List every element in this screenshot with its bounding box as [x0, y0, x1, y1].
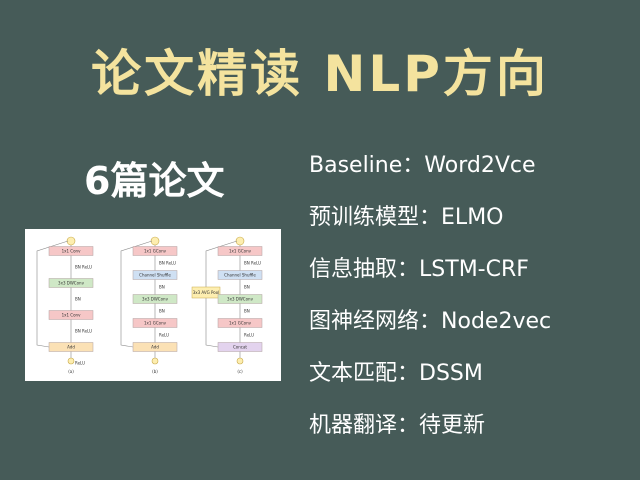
layer-label: Add — [67, 345, 75, 350]
paper-list: Baseline：Word2Vce 预训练模型：ELMO 信息抽取：LSTM-C… — [309, 146, 634, 458]
layer-label: Concat — [233, 345, 247, 350]
separator: ： — [402, 153, 425, 178]
layer-block — [48, 278, 94, 288]
layer-label: 1x1 Conv — [62, 249, 82, 254]
layer-block — [48, 310, 94, 320]
layer-label: Channel Shuffle — [139, 273, 171, 278]
layer-block — [132, 246, 178, 256]
layer-block — [217, 318, 263, 328]
activation-label: BN ReLU — [159, 261, 176, 266]
layer-block — [132, 318, 178, 328]
paper-item: 文本匹配：DSSM — [309, 354, 634, 406]
activation-label: ReLU — [244, 333, 254, 338]
layer-label: 1x1 Conv — [62, 313, 82, 318]
separator: ： — [397, 257, 420, 282]
paper-category: 文本匹配 — [309, 361, 398, 386]
paper-name: Word2Vce — [424, 153, 536, 178]
layer-label: 3x3 DWConv — [227, 297, 254, 302]
paper-category: 机器翻译 — [309, 413, 398, 438]
activation-label: BN ReLU — [75, 265, 92, 270]
separator: ： — [397, 413, 420, 438]
input-node — [150, 236, 160, 246]
activation-label: BN — [75, 297, 81, 302]
layer-block — [48, 246, 94, 256]
layer-block — [217, 342, 263, 352]
separator: ： — [419, 205, 442, 230]
layer-label: 1x1 GConv — [144, 249, 167, 254]
layer-label: 1x1 GConv — [229, 249, 252, 254]
paper-category: 信息抽取 — [309, 257, 398, 282]
paper-name: Node2vec — [441, 309, 552, 334]
avg-pool-label: 3x3 AVG Pool — [193, 290, 220, 295]
activation-label: BN — [159, 309, 165, 314]
output-node — [151, 357, 159, 365]
paper-category: 预训练模型 — [309, 205, 420, 230]
layer-label: 1x1 GConv — [144, 321, 167, 326]
input-node — [66, 236, 76, 246]
layer-label: 3x3 DWConv — [142, 297, 169, 302]
layer-block — [132, 342, 178, 352]
output-node — [67, 357, 75, 365]
layer-block — [132, 294, 178, 304]
layer-label: Channel Shuffle — [224, 273, 256, 278]
layer-block — [48, 342, 94, 352]
layer-block — [217, 294, 263, 304]
paper-name: ELMO — [441, 205, 504, 230]
activation-label: BN ReLU — [244, 261, 261, 266]
layer-label: 3x3 DWConv — [58, 281, 85, 286]
skip-connection — [120, 240, 153, 348]
layer-label: 1x1 GConv — [229, 321, 252, 326]
layer-block — [132, 270, 178, 280]
paper-name: 待更新 — [419, 413, 486, 438]
activation-label: ReLU — [75, 361, 85, 366]
skip-connection — [36, 240, 69, 348]
page-title: 论文精读 NLP方向 — [91, 45, 549, 103]
output-node — [236, 357, 244, 365]
layer-label: Add — [151, 345, 159, 350]
paper-item: 预训练模型：ELMO — [309, 198, 634, 250]
layer-block — [217, 270, 263, 280]
separator: ： — [397, 361, 420, 386]
paper-count-subtitle: 6篇论文 — [84, 159, 225, 203]
paper-category: Baseline — [309, 153, 403, 178]
paper-category: 图神经网络 — [309, 309, 420, 334]
unit-caption: (c) — [237, 369, 243, 374]
paper-item: 信息抽取：LSTM-CRF — [309, 250, 634, 302]
activation-label: BN — [159, 285, 165, 290]
unit-caption: (a) — [68, 369, 74, 374]
paper-item: Baseline：Word2Vce — [309, 146, 634, 198]
paper-item: 图神经网络：Node2vec — [309, 302, 634, 354]
activation-label: BN — [244, 309, 250, 314]
activation-label: ReLU — [159, 333, 169, 338]
input-node — [235, 236, 245, 246]
unit-caption: (b) — [152, 369, 158, 374]
activation-label: BN — [244, 285, 250, 290]
layer-block — [217, 246, 263, 256]
paper-name: DSSM — [419, 361, 483, 386]
avg-pool-block — [191, 286, 221, 299]
separator: ： — [419, 309, 442, 334]
activation-label: BN ReLU — [75, 329, 92, 334]
paper-item: 机器翻译：待更新 — [309, 406, 634, 458]
paper-name: LSTM-CRF — [419, 257, 529, 282]
